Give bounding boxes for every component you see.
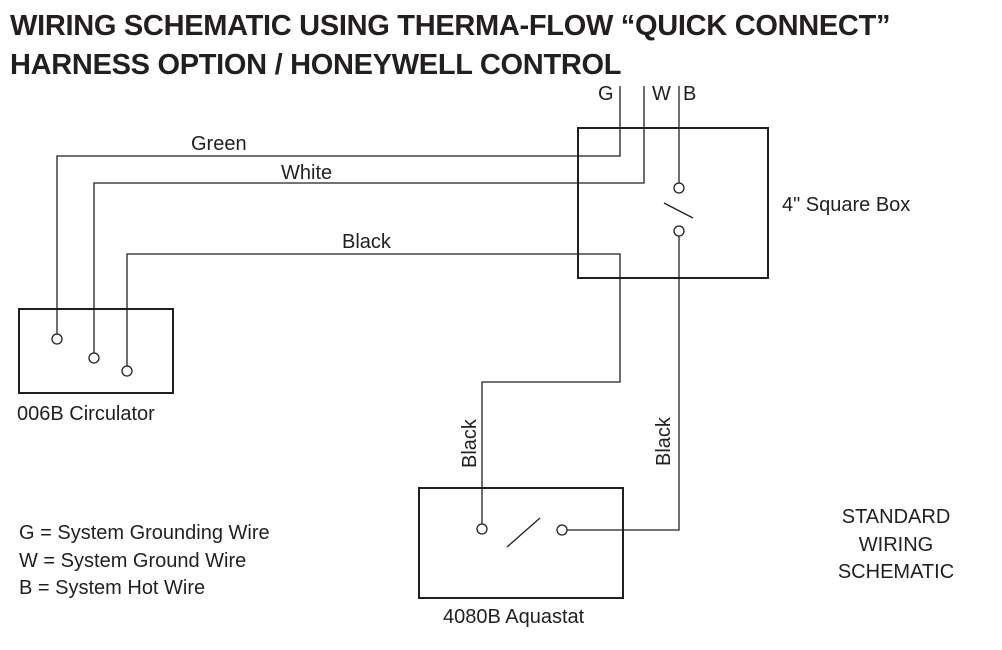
circulator-label: 006B Circulator (17, 403, 155, 425)
legend-item-g: G = System Grounding Wire (19, 522, 270, 544)
white-wire (93, 128, 645, 353)
circulator-box (18, 308, 174, 394)
title-line-1: WIRING SCHEMATIC USING THERMA-FLOW “QUIC… (10, 10, 891, 42)
black-wire-label-top: Black (342, 231, 392, 253)
aquastat-label: 4080B Aquastat (443, 606, 585, 628)
schematic-note-line-2: WIRING (859, 534, 933, 556)
white-wire-label: White (281, 162, 332, 184)
square-box-terminal-top (673, 182, 685, 194)
title-line-2: HARNESS OPTION / HONEYWELL CONTROL (10, 49, 622, 81)
legend-item-w: W = System Ground Wire (19, 550, 246, 572)
square-box-switch-blade (663, 202, 694, 219)
green-wire (56, 128, 621, 334)
aquastat-terminal-right (556, 524, 568, 536)
black-wire-right (566, 236, 680, 531)
aquastat-switch-blade (506, 517, 541, 548)
black-wire-label-left-vertical: Black (459, 418, 481, 468)
black-wire-label-right-vertical: Black (653, 416, 675, 466)
green-wire-label: Green (191, 133, 247, 155)
aquastat-terminal-left (476, 523, 488, 535)
black-wire-left (126, 253, 621, 524)
legend: G = System Grounding Wire W = System Gro… (19, 522, 270, 599)
square-box (577, 127, 769, 279)
harness-label-b: B (683, 83, 696, 105)
square-box-label: 4" Square Box (782, 194, 910, 216)
schematic-note: STANDARD WIRING SCHEMATIC (838, 506, 954, 583)
circulator-terminal-b (121, 365, 133, 377)
square-box-terminal-bottom (673, 225, 685, 237)
legend-item-b: B = System Hot Wire (19, 577, 205, 599)
schematic-note-line-1: STANDARD (842, 506, 951, 528)
harness-label-w: W (652, 83, 671, 105)
schematic-note-line-3: SCHEMATIC (838, 561, 954, 583)
circulator-terminal-w (88, 352, 100, 364)
aquastat-box (418, 487, 624, 599)
circulator-terminal-g (51, 333, 63, 345)
harness-label-g: G (598, 83, 614, 105)
